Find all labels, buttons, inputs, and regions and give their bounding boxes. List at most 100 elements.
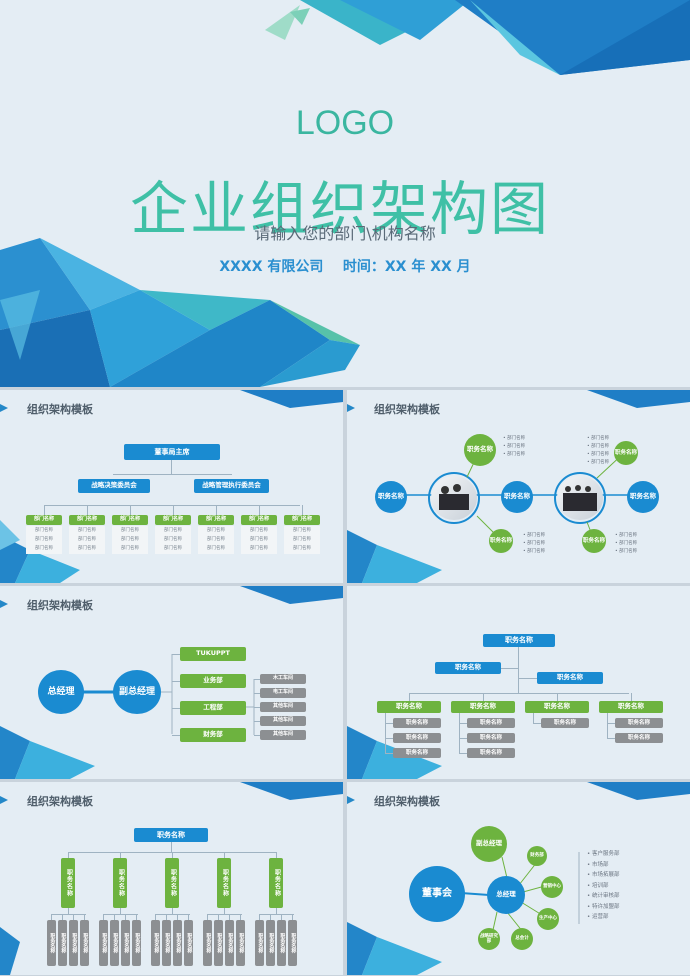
connector [259, 914, 294, 915]
role-box: 职务名称 [599, 701, 663, 713]
role-box-vertical: 职务名称 [217, 858, 231, 908]
dept-box: 部门名称 [198, 515, 234, 525]
slide-org-chart-4: 职务名称 职务名称 职务名称 职务名称职务名称职务名称职务名称职务名称职务名称职… [347, 586, 690, 779]
title-marker-icon [347, 404, 355, 412]
connector [254, 679, 260, 680]
committee-left: 战略决策委员会 [78, 479, 150, 493]
connector [84, 914, 85, 920]
dept-card: 部门名称部门名称部门名称 [112, 526, 148, 554]
connector [254, 735, 260, 736]
connector [259, 914, 260, 920]
sub-item: 部门名称 [35, 537, 53, 542]
cover-time: 时间：XX 年 XX 月 [342, 259, 471, 275]
connector [136, 914, 137, 920]
leaf-box-vertical: 职务名称 [162, 920, 171, 966]
title-marker-icon [347, 796, 355, 804]
team-photo-left [431, 476, 477, 520]
dept-box: 部门名称 [241, 515, 277, 525]
connector [607, 713, 608, 739]
leaf-box: 职务名称 [393, 748, 441, 758]
slide-org-chart-1: 组织架构模板 董事局主席 战略决策委员会 战略管理执行委员会 部门名称部门名称部… [0, 390, 343, 583]
slide-title: 组织架构模板 [374, 795, 440, 808]
role-left: 职务名称 [435, 662, 501, 674]
slide-title: 组织架构模板 [27, 795, 93, 808]
dept-card: 部门名称部门名称部门名称 [26, 526, 62, 554]
deputy-node: 副总经理 [471, 826, 507, 862]
board-node: 董事会 [409, 866, 465, 922]
dept-item: 市场部 [587, 860, 620, 871]
connector [166, 914, 167, 920]
dept-item: 客户服务部 [587, 849, 620, 860]
connector [177, 914, 178, 920]
sub-item: 部门名称 [164, 537, 182, 542]
connector [292, 914, 293, 920]
leaf-box-vertical: 职务名称 [255, 920, 264, 966]
role-node-top-right: 职务名称 [614, 441, 638, 465]
slide-title: 组织架构模板 [374, 403, 440, 416]
dept-item: 培训部 [587, 881, 620, 892]
dept-list: 客户服务部市场部市场拓展部培训部统计审核部特许加盟部运营部 [587, 849, 620, 923]
sub-item: 部门名称 [293, 528, 311, 533]
connector [385, 753, 393, 754]
leaf-box-vertical: 职务名称 [173, 920, 182, 966]
connector [155, 914, 190, 915]
role-right: 职务名称 [537, 672, 603, 684]
sub-item: 部门名称 [78, 528, 96, 533]
gm-node: 总经理 [487, 876, 525, 914]
slide-title: 组织架构模板 [27, 403, 93, 416]
company-name: XXXX 有限公司 [219, 259, 324, 275]
leaf-box: 职务名称 [541, 718, 589, 728]
leaf-box-vertical: 职务名称 [58, 920, 67, 966]
connector [172, 852, 173, 858]
connector [68, 908, 69, 914]
leaf-box-vertical: 职务名称 [214, 920, 223, 966]
dept-box: 部门名称 [69, 515, 105, 525]
leaf-box: 职务名称 [615, 718, 663, 728]
slide-org-chart-6: 组织架构模板 董事会 总经理 副总经理 客户服务部市场部市场拓展部培训部统计审核… [347, 782, 690, 975]
connector [557, 693, 558, 701]
connector [120, 852, 121, 858]
role-node-bottom-right: 职务名称 [582, 529, 606, 553]
leaf-box: 职务名称 [467, 748, 515, 758]
dept-box: 部门名称 [284, 515, 320, 525]
connector [68, 852, 69, 858]
leaf-box: 职务名称 [393, 718, 441, 728]
role-node-bottom-left: 职务名称 [489, 529, 513, 553]
sub-item: 部门名称 [164, 528, 182, 533]
connector [533, 723, 541, 724]
satellite-node: 财务部 [527, 846, 547, 866]
connector [73, 914, 74, 920]
connector [207, 914, 242, 915]
connector [607, 738, 615, 739]
sub-item: 部门名称 [250, 537, 268, 542]
connector [172, 654, 180, 655]
connector [281, 914, 282, 920]
dept-item: 运营部 [587, 912, 620, 923]
workshop-box: 其他车间 [260, 702, 306, 712]
leaf-box-vertical: 职务名称 [184, 920, 193, 966]
connector [44, 505, 45, 515]
role-box-vertical: 职务名称 [61, 858, 75, 908]
role-box-vertical: 职务名称 [165, 858, 179, 908]
slide-title: 组织架构模板 [27, 599, 93, 612]
committee-right: 战略管理执行委员会 [194, 479, 269, 493]
dept-card: 部门名称部门名称部门名称 [284, 526, 320, 554]
connector [276, 908, 277, 914]
workshop-box: 其他车间 [260, 716, 306, 726]
dept-box: TUKUPPT [180, 647, 246, 661]
leaf-box-vertical: 职务名称 [99, 920, 108, 966]
connector [385, 713, 386, 754]
leaf-box-vertical: 职务名称 [288, 920, 297, 966]
satellite-node: 营销中心 [541, 876, 563, 898]
title-marker-icon [0, 404, 8, 412]
connector [224, 908, 225, 914]
connector [218, 914, 219, 920]
satellite-node: 总会计 [511, 928, 533, 950]
leaf-box-vertical: 职务名称 [110, 920, 119, 966]
connector [224, 852, 225, 858]
role-box: 职务名称 [377, 701, 441, 713]
